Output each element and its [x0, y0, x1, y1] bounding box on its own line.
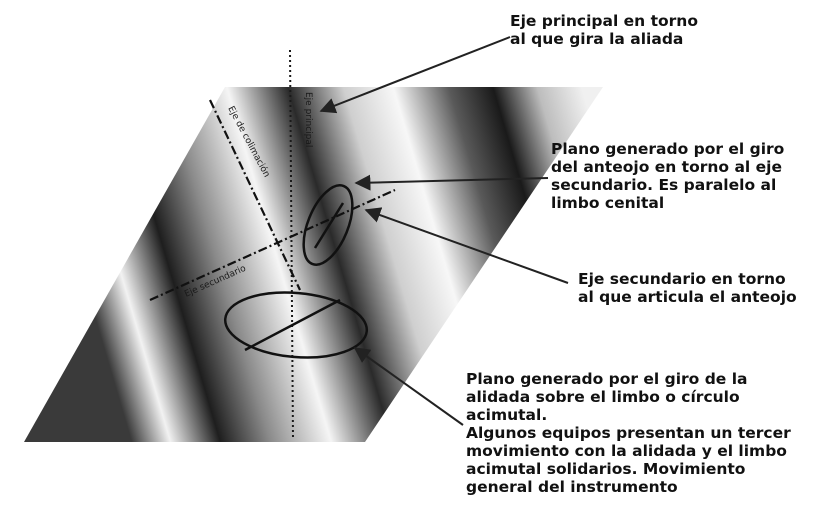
- alidade-plane-chord: [244, 298, 341, 352]
- secondary-axis-annotation: Eje secundario en torno al que articula …: [578, 270, 797, 306]
- alidade-plane-annotation: Plano generado por el giro de la alidada…: [466, 370, 791, 496]
- arrow-principal-axis: [319, 36, 511, 114]
- arrow-secondary-axis: [364, 207, 569, 284]
- secondary-axis-line: [149, 188, 396, 302]
- principal-axis-annotation: Eje principal en torno al que gira la al…: [510, 12, 698, 48]
- telescope-plane-chord: [313, 202, 345, 249]
- telescope-plane-ellipse: [302, 184, 354, 266]
- telescope-plane-annotation: Plano generado por el giro del anteojo e…: [551, 140, 785, 212]
- collimation-axis-line: [209, 99, 301, 291]
- arrow-telescope-plane: [354, 174, 549, 191]
- alidade-plane-ellipse: [223, 291, 369, 359]
- principal-axis-label: Eje principal: [303, 92, 313, 147]
- principal-axis-line: [289, 49, 294, 441]
- arrow-alidade-plane: [353, 347, 464, 426]
